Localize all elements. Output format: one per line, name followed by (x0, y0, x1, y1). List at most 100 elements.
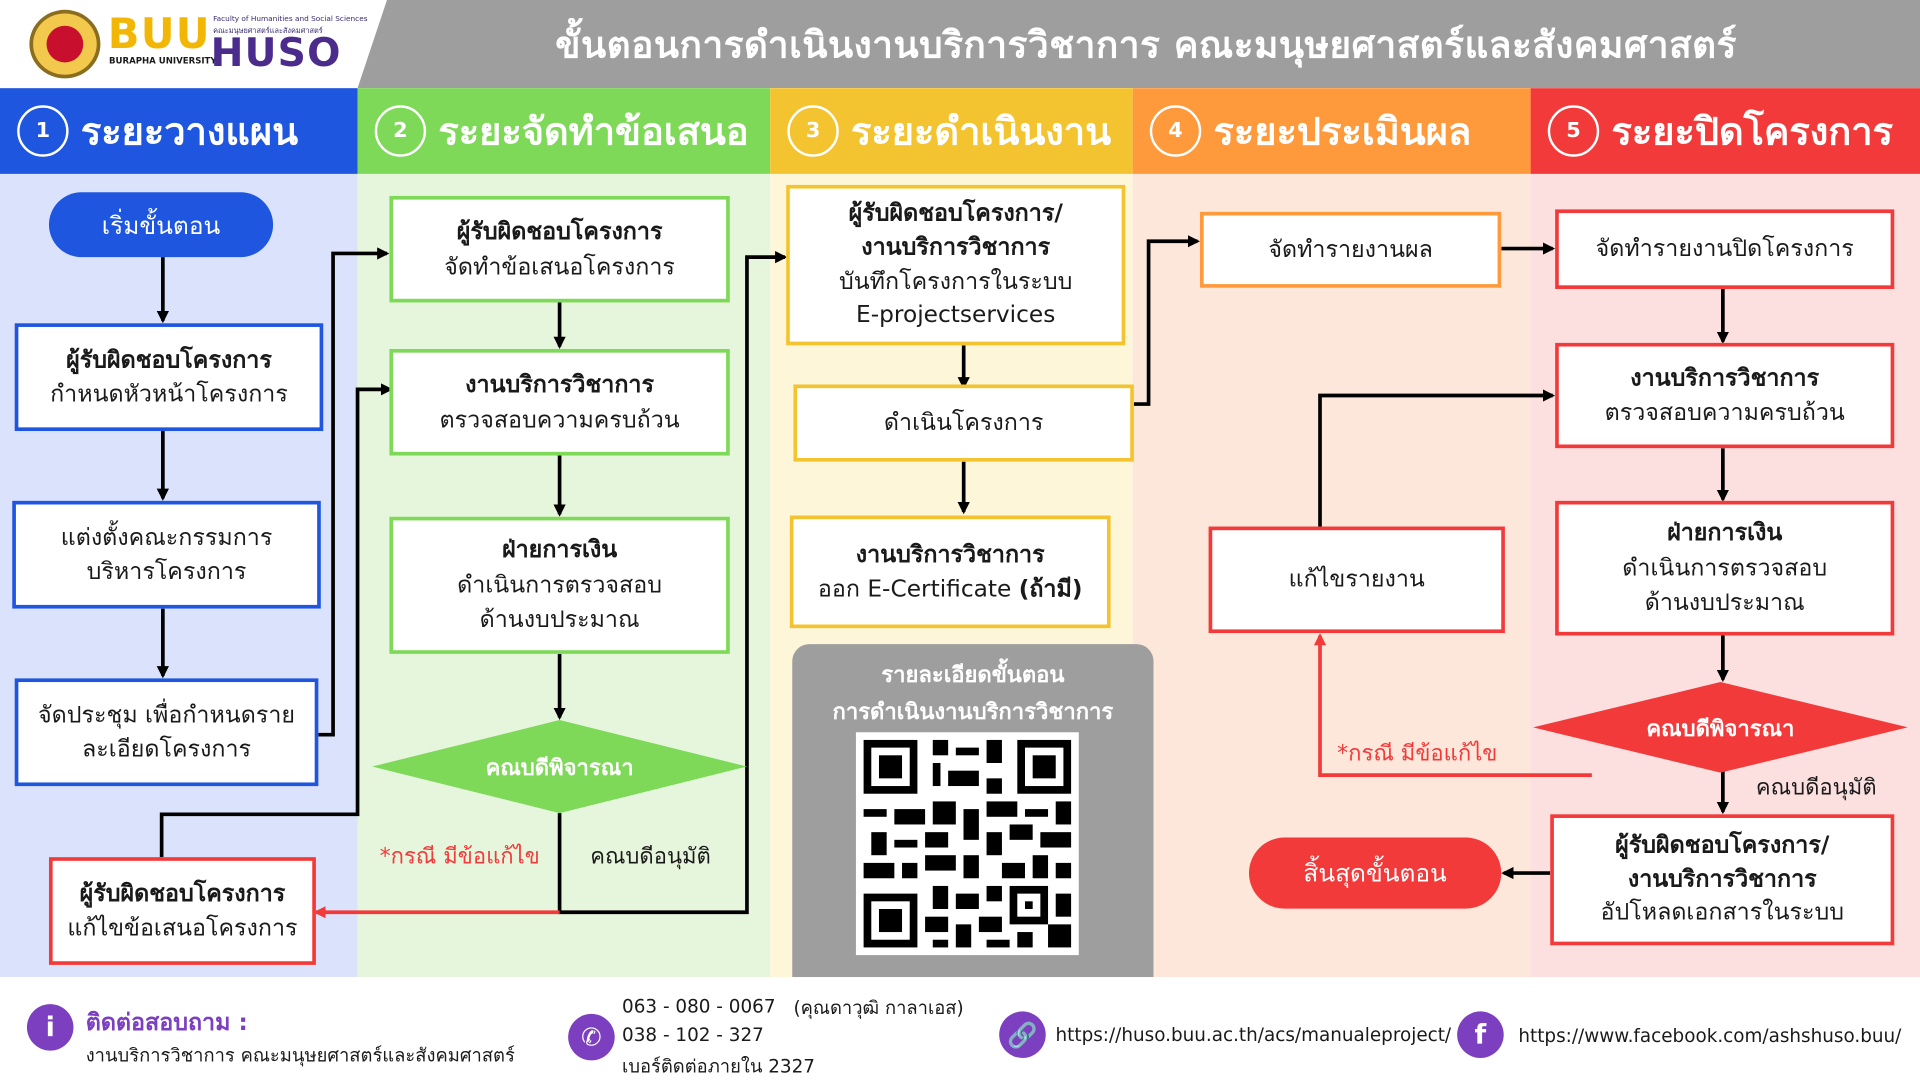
phase-4-header: 4 ระยะประเมินผล (1132, 88, 1531, 174)
p3-step-cert-extra: (ถ้ามี) (1018, 575, 1083, 603)
p3-step-record-line2: E-projectservices (856, 301, 1056, 329)
p2-step-finance-title: ฝ่ายการเงิน (501, 536, 618, 564)
p3-step-record-title1: ผู้รับผิดชอบโครงการ/ (848, 200, 1063, 228)
facebook-link[interactable]: https://www.facebook.com/ashshuso.buu/ (1518, 1024, 1902, 1047)
p5-step-check-complete: งานบริการวิชาการ ตรวจสอบความครบถ้วน (1555, 342, 1895, 449)
phone-extension: เบอร์ติดต่อภายใน 2327 (622, 1055, 816, 1078)
p1-step-committee-line1: แต่งตั้งคณะกรรมการ (60, 523, 273, 551)
p3-step-cert-text: ออก E-Certificate (817, 575, 1012, 603)
p2-step-prepare-text: จัดทำข้อเสนอโครงการ (444, 252, 675, 280)
p1-step-committee: แต่งตั้งคณะกรรมการ บริหารโครงการ (12, 500, 321, 609)
p2-note-fix: *กรณี มีข้อแก้ไข (379, 843, 540, 870)
p4-step-revise-text: แก้ไขรายงาน (1288, 566, 1425, 593)
contact-title: ติดต่อสอบถาม : (85, 1008, 248, 1036)
arrow-p5-fix-to-p4b2 (1313, 633, 1592, 777)
p2-step-check-text: ตรวจสอบความครบถ้วน (439, 405, 680, 433)
qr-panel: รายละเอียดขั้นตอน การดำเนินงานบริการวิชา… (792, 644, 1154, 978)
p2-step-prepare-proposal: ผู้รับผิดชอบโครงการ จัดทำข้อเสนอโครงการ (389, 195, 730, 303)
seal-icon (46, 25, 84, 63)
arrow-p4b2-to-p5b2 (1318, 389, 1556, 527)
arrow-p2-approve-to-p3b1 (557, 251, 788, 915)
p3-step-record-title2: งานบริการวิชาการ (861, 233, 1051, 261)
p2-step-finance: ฝ่ายการเงิน ดำเนินการตรวจสอบ ด้านงบประมา… (389, 516, 730, 654)
logo-faculty-th: คณะมนุษยศาสตร์และสังคมศาสตร์ (213, 26, 323, 36)
page-title: ขั้นตอนการดำเนินงานบริการวิชาการ คณะมนุษ… (555, 24, 1737, 68)
p2-step-check-title: งานบริการวิชาการ (465, 371, 654, 398)
phase-5-header: 5 ระยะปิดโครงการ (1530, 88, 1920, 174)
logo-buu-text: BUU (107, 9, 211, 59)
p5-step-finance-line1: ดำเนินการตรวจสอบ (1622, 554, 1828, 582)
arrow-p1b3-to-p2b1 (318, 247, 390, 737)
university-logo (29, 9, 101, 79)
p4-note-fix: *กรณี มีข้อแก้ไข (1337, 740, 1498, 767)
phase-1-label: ระยะวางแผน (80, 110, 299, 155)
p5-step-upload: ผู้รับผิดชอบโครงการ/ งานบริการวิชาการ อั… (1550, 814, 1895, 946)
p5-step-closing-report: จัดทำรายงานปิดโครงการ (1555, 209, 1895, 289)
p1-step-revise-text: แก้ไขข้อเสนอโครงการ (67, 914, 298, 942)
phase-5-label: ระยะปิดโครงการ (1611, 110, 1894, 155)
p5-step-finance-title: ฝ่ายการเงิน (1667, 519, 1783, 547)
phase-2-label: ระยะจัดทำข้อเสนอ (438, 110, 749, 155)
p1-step-assign-head-title: ผู้รับผิดชอบโครงการ (66, 345, 272, 373)
p2-step-check-complete: งานบริการวิชาการ ตรวจสอบความครบถ้วน (389, 348, 730, 456)
p1-step-meeting-line1: จัดประชุม เพื่อกำหนดราย (38, 701, 296, 728)
p1-step-meeting-line2: ละเอียดโครงการ (82, 735, 252, 763)
p4-step-report: จัดทำรายงานผล (1200, 211, 1502, 288)
p2-note-approve: คณบดีอนุมัติ (590, 843, 711, 870)
p5-step-upload-title2: งานบริการวิชาการ (1627, 865, 1817, 893)
p2-step-prepare-title: ผู้รับผิดชอบโครงการ (456, 217, 663, 245)
phone-number-1[interactable]: 063 - 080 - 0067 (622, 995, 776, 1018)
qr-code[interactable] (855, 732, 1079, 956)
p2-step-finance-line1: ดำเนินการตรวจสอบ (457, 571, 663, 599)
phase-3-header: 3 ระยะดำเนินงาน (770, 88, 1133, 174)
p5-step-finance: ฝ่ายการเงิน ดำเนินการตรวจสอบ ด้านงบประมา… (1555, 500, 1895, 636)
p5-note-approve: คณบดีอนุมัติ (1755, 775, 1877, 801)
qr-panel-title2: การดำเนินงานบริการวิชาการ (832, 699, 1114, 725)
p5-step-closing-text: จัดทำรายงานปิดโครงการ (1595, 235, 1854, 263)
p1-step-revise-title: ผู้รับผิดชอบโครงการ (79, 879, 286, 907)
p2-step-finance-line2: ด้านงบประมาณ (479, 606, 640, 634)
title-banner (357, 0, 1920, 89)
p1-step-committee-line2: บริหารโครงการ (86, 558, 247, 586)
phase-2-header: 2 ระยะจัดทำข้อเสนอ (357, 88, 771, 174)
p3-step-record-system: ผู้รับผิดชอบโครงการ/ งานบริการวิชาการ บั… (786, 184, 1126, 346)
phase-3-number: 3 (787, 105, 839, 157)
phone-icon: ✆ (568, 1013, 615, 1061)
p5-step-finance-line2: ด้านงบประมาณ (1644, 589, 1805, 617)
p3-step-run-text: ดำเนินโครงการ (883, 409, 1044, 437)
facebook-icon: f (1457, 1011, 1504, 1058)
end-step: สิ้นสุดขั้นตอน (1248, 837, 1502, 909)
logo-buu-sub: BURAPHA UNIVERSITY (108, 56, 217, 67)
phase-2-number: 2 (374, 105, 427, 157)
phase-1-header: 1 ระยะวางแผน (0, 88, 358, 174)
qr-panel-title1: รายละเอียดขั้นตอน (881, 662, 1065, 689)
start-step: เริ่มขั้นตอน (48, 192, 274, 258)
manual-link[interactable]: https://huso.buu.ac.th/acs/manualeprojec… (1055, 1023, 1452, 1046)
p3-step-certificate: งานบริการวิชาการ ออก E-Certificate (ถ้าม… (789, 515, 1111, 629)
phase-4-label: ระยะประเมินผล (1213, 110, 1472, 155)
phase-1-number: 1 (17, 105, 69, 157)
p4-step-revise-report: แก้ไขรายงาน (1208, 526, 1505, 634)
info-icon: i (26, 1004, 74, 1051)
phone-contact-name: (คุณดาวุฒิ กาลาเอส) (793, 996, 964, 1019)
footer (0, 977, 1920, 1081)
logo-faculty-en: Faculty of Humanities and Social Science… (213, 14, 368, 24)
p1-step-revise-proposal: ผู้รับผิดชอบโครงการ แก้ไขข้อเสนอโครงการ (48, 857, 316, 965)
p5-step-check-text: ตรวจสอบความครบถ้วน (1604, 399, 1845, 427)
qr-code-icon (863, 739, 1072, 948)
p5-step-check-title: งานบริการวิชาการ (1630, 364, 1820, 392)
p3-step-run-project: ดำเนินโครงการ (793, 384, 1134, 462)
p5-step-upload-title1: ผู้รับผิดชอบโครงการ/ (1615, 831, 1830, 859)
phone-number-2[interactable]: 038 - 102 - 327 (622, 1023, 764, 1046)
arrow-p3b2-to-p4b1 (1133, 235, 1201, 406)
phase-3-label: ระยะดำเนินงาน (851, 110, 1112, 155)
p1-step-assign-head-text: กำหนดหัวหน้าโครงการ (50, 380, 288, 408)
link-icon: 🔗 (999, 1011, 1046, 1058)
p3-step-cert-title: งานบริการวิชาการ (855, 540, 1045, 568)
p1-step-assign-head: ผู้รับผิดชอบโครงการ กำหนดหัวหน้าโครงการ (14, 323, 324, 432)
contact-org: งานบริการวิชาการ คณะมนุษยศาสตร์และสังคมศ… (85, 1044, 515, 1067)
p4-step-report-text: จัดทำรายงานผล (1268, 236, 1433, 263)
logo-huso-text: HUSO (210, 29, 342, 76)
p5-step-upload-text: อัปโหลดเอกสารในระบบ (1600, 899, 1845, 927)
